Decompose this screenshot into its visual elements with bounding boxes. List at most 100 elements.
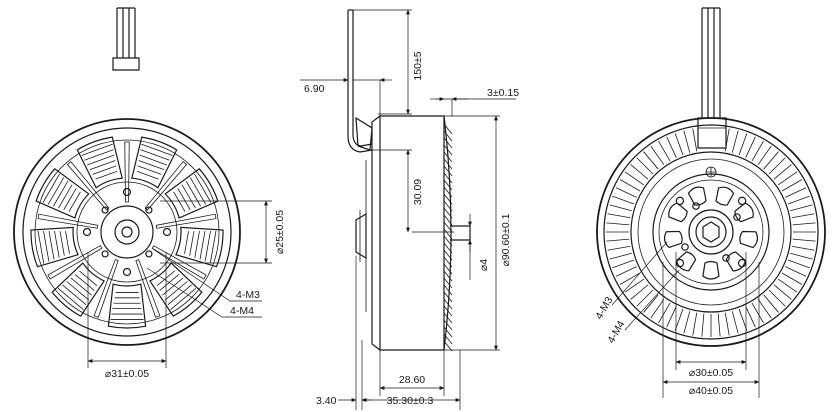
side-dim-lead-length-label: 150±5: [412, 51, 424, 80]
rear-tooth: [692, 128, 698, 152]
front-stator-windows: [30, 136, 224, 329]
rear-outer-rim: [596, 117, 826, 347]
side-dim-body-height-label: 28.60: [399, 374, 425, 386]
side-fin-line: [443, 179, 453, 191]
front-coil-hatch: [53, 180, 69, 207]
front-coil-hatch: [199, 230, 206, 260]
rear-tooth: [791, 245, 815, 251]
front-coil-hatch: [140, 149, 170, 161]
rear-tooth: [731, 130, 739, 153]
rear-tooth: [658, 302, 671, 324]
side-dim-shaft: ⌀4: [468, 214, 490, 280]
side-dim-outer-diameter-label: ⌀90.60±0.1: [500, 213, 512, 266]
rear-thread-m3-label: 4-M3: [593, 295, 615, 322]
front-dim-bottom: ⌀31±0.05: [87, 252, 167, 380]
rear-tooth: [636, 289, 654, 307]
rear-tooth: [738, 133, 748, 156]
front-coil-hatch: [138, 160, 165, 171]
rear-hole-m3: [733, 213, 741, 221]
rear-tooth: [768, 289, 786, 307]
rear-thread-m4-label: 4-M4: [605, 319, 627, 346]
front-coil-hatch: [164, 281, 188, 301]
rear-tooth: [612, 195, 635, 205]
rear-tooth: [606, 238, 630, 242]
front-hole-m4: [82, 227, 92, 237]
side-lead-wire: [347, 9, 373, 153]
side-dim-total-height: 3.40 35.30±0.3: [316, 256, 461, 410]
front-outer-rim: [13, 118, 241, 346]
front-coil-hatch: [59, 231, 65, 256]
front-coil-hatch: [184, 231, 189, 254]
rear-tooth: [724, 128, 730, 152]
rear-tooth: [781, 272, 803, 285]
side-dim-shaft-height: 30.09: [372, 149, 454, 233]
front-coil-hatch: [66, 281, 90, 301]
rear-tooth: [674, 133, 684, 156]
front-spoke: [37, 213, 99, 229]
rear-tooth: [785, 266, 807, 277]
front-coil-hatch: [81, 143, 113, 156]
front-coil-hatch: [43, 230, 50, 262]
rear-tooth: [666, 306, 677, 328]
side-dim-outer-diameter: ⌀90.60±0.1: [444, 115, 512, 351]
side-dim-lead-length: 150±5: [353, 9, 424, 115]
front-coil-hatch: [42, 173, 60, 203]
rear-tooth: [792, 238, 816, 242]
side-dim-rotor-gap: 3±0.15: [430, 87, 519, 116]
front-spoke: [135, 259, 161, 318]
rear-tooth: [607, 245, 631, 251]
rear-tooth: [717, 313, 721, 337]
rear-mount-holes: [675, 196, 747, 268]
rear-dim-outer-label: ⌀40±0.05: [689, 385, 733, 397]
rear-tooth: [636, 157, 654, 175]
side-fin-line: [443, 277, 453, 289]
rear-hub-window: [687, 186, 707, 206]
front-dim-bottom-label: ⌀31±0.05: [105, 368, 149, 380]
side-fin-line: [443, 291, 453, 303]
rear-tooth: [768, 157, 786, 175]
front-coil-hatch: [189, 177, 207, 205]
front-coil-hatch: [177, 188, 191, 211]
side-fin-line: [443, 137, 453, 149]
front-coil-hatch: [137, 165, 162, 175]
rear-tooth: [731, 311, 739, 334]
front-coil-window: [35, 167, 90, 219]
rear-hub-window: [663, 230, 683, 249]
side-dim-body-height: 28.60: [379, 350, 445, 396]
front-coil-hatch: [63, 188, 77, 211]
rear-tooth: [791, 213, 815, 219]
front-coil-hatch: [89, 160, 116, 171]
front-coil-hatch: [54, 231, 60, 258]
front-coil-hatch: [194, 173, 212, 203]
side-dim-shaft-height-label: 30.09: [412, 179, 424, 205]
rear-tooth: [607, 213, 631, 219]
front-coil-hatch: [57, 288, 84, 310]
rear-tooth: [615, 266, 637, 277]
front-coil-hatch: [84, 149, 114, 161]
rear-tooth: [773, 164, 792, 180]
rear-tooth: [643, 294, 659, 313]
front-spoke: [144, 161, 188, 211]
front-coil-window: [76, 136, 123, 189]
front-coil-window: [131, 136, 178, 189]
side-shaft: [450, 225, 471, 241]
front-hole-m4: [122, 187, 132, 197]
front-hub: [100, 205, 154, 259]
rear-tooth: [643, 151, 659, 170]
side-dim-lead-offset-label: 6.90: [304, 83, 325, 95]
front-thread-m3-label: 4-M3: [236, 289, 260, 301]
rear-tooth: [612, 259, 635, 269]
front-coil-hatch: [189, 231, 195, 256]
front-spoke: [93, 259, 119, 318]
front-coil-hatch: [62, 284, 87, 306]
rear-dim-bolt-circles: ⌀30±0.05 ⌀40±0.05: [662, 252, 760, 398]
front-coil-hatch: [167, 284, 192, 306]
rear-hub-window: [734, 202, 754, 223]
front-coil-hatch: [181, 184, 196, 209]
front-thread-leaders: 4-M3 4-M4: [146, 248, 262, 318]
front-lead-wires: [112, 7, 140, 71]
rear-tooth: [615, 187, 637, 198]
front-coil-hatch: [58, 184, 73, 209]
front-thread-m4-label: 4-M4: [230, 305, 254, 317]
